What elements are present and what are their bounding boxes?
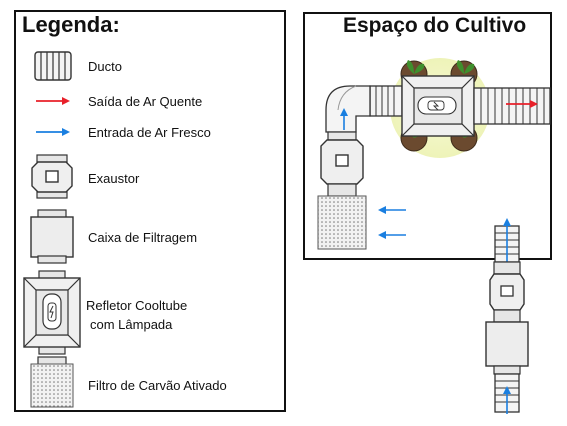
legend-label-hot-air: Saída de Ar Quente [88, 94, 203, 109]
legend-label-carbon-filter: Filtro de Carvão Ativado [88, 378, 227, 393]
exhaust-fan-icon [31, 154, 73, 199]
legend-label-duct: Ducto [88, 59, 122, 74]
legend-label-filter-box: Caixa de Filtragem [88, 230, 198, 245]
legend-panel [14, 10, 286, 412]
grow-space-panel [303, 12, 552, 260]
exhaust-fan-outside [489, 261, 525, 323]
fresh-air-arrows-grow [378, 206, 406, 239]
filter-box-outside [485, 321, 529, 375]
cooltube-reflector-grow [401, 75, 475, 137]
duct-segment [473, 87, 551, 125]
legend-title: Legenda: [22, 12, 120, 37]
carbon-filter-grow [317, 195, 367, 250]
duct-icon [34, 51, 72, 81]
carbon-filter-icon [30, 356, 74, 408]
legend-label-exhaust: Exaustor [88, 171, 140, 186]
filter-box-icon [30, 209, 74, 264]
grow-space-title: Espaço do Cultivo [343, 14, 527, 37]
legend-label-cooltube-line1: Refletor Cooltube [86, 298, 188, 313]
duct-segment [369, 85, 403, 117]
duct-elbow [325, 85, 371, 133]
legend-label-cooltube-line2: com Lâmpada [90, 317, 173, 332]
legend-label-fresh-air: Entrada de Ar Fresco [88, 125, 211, 140]
cooltube-reflector-icon [23, 270, 81, 355]
exhaust-fan-grow [320, 131, 364, 197]
